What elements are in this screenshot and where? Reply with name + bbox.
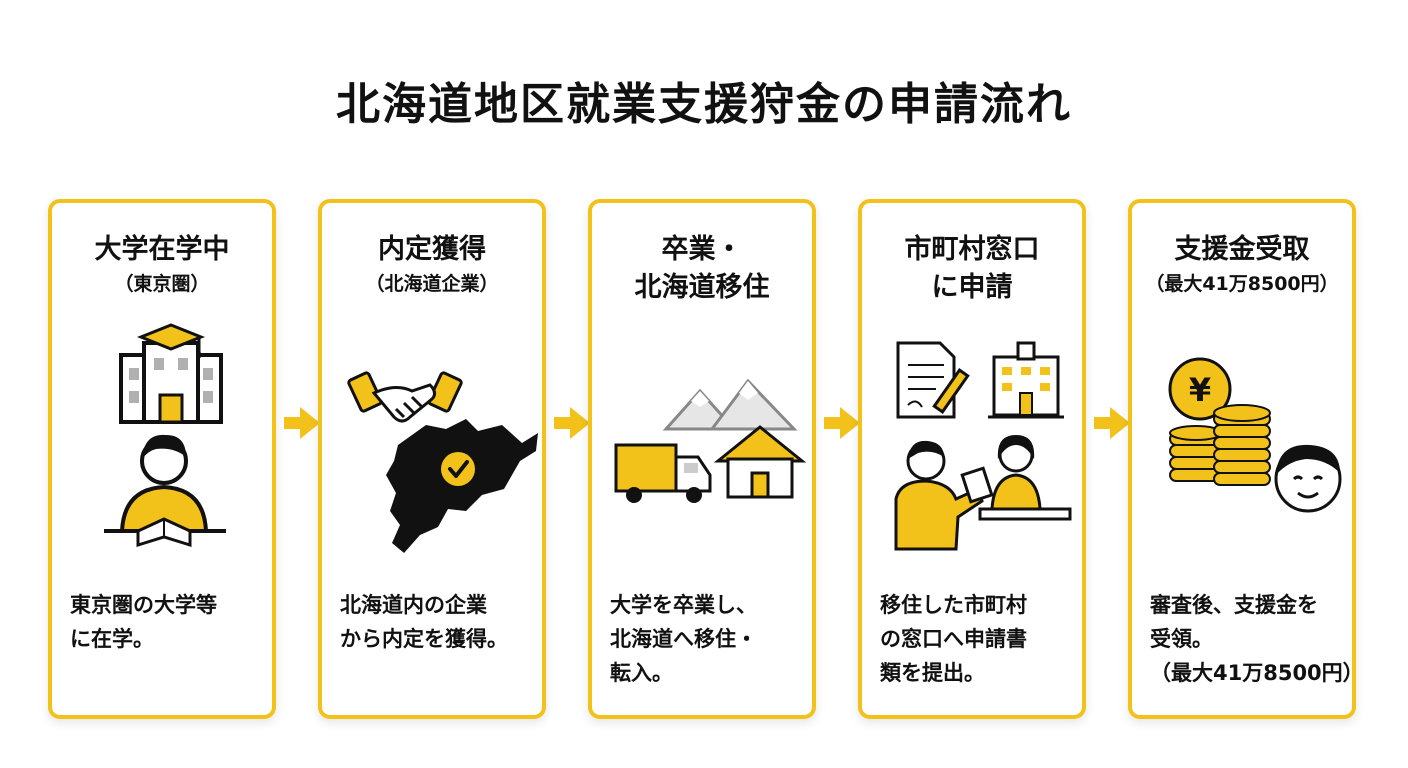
step-subtitle: （北海道企業） [365, 273, 499, 295]
hokkaido-map-icon [386, 419, 538, 553]
step-title-line: 卒業・ [661, 234, 743, 265]
step-title-line: に申請 [931, 272, 1013, 303]
step-description: 審査後、支援金を 受領。 （最大41万8500円） [1150, 588, 1364, 690]
step-description: 北海道内の企業 から内定を獲得。 [340, 588, 535, 656]
step-description-line: 審査後、支援金を [1150, 593, 1318, 617]
step-description: 東京圏の大学等 に在学。 [70, 588, 265, 656]
step-description-line: （最大41万8500円） [1150, 661, 1364, 685]
step-title-line: 北海道移住 [634, 272, 770, 303]
application-counter-illustration [894, 341, 1072, 551]
arrow-right-icon [1094, 407, 1130, 439]
applicant-icon [894, 440, 994, 551]
arrow-right-icon [824, 407, 860, 439]
step-title: 内定獲得 [322, 231, 542, 269]
step-description-line: から内定を獲得。 [340, 627, 508, 651]
student-studying-illustration [104, 323, 226, 548]
page-title: 北海道地区就業支援狩金の申請流れ [336, 79, 1072, 130]
yen-coins-icon: ¥ [1168, 357, 1271, 486]
step-card-4: 市町村窓口 に申請 [858, 199, 1086, 719]
truck-icon [614, 443, 712, 503]
document-pen-icon [896, 341, 970, 419]
step-description-line: 受領。 [1150, 627, 1213, 651]
arrow-right-icon [284, 407, 320, 439]
city-office-building-icon [988, 341, 1064, 419]
step-description-line: 北海道内の企業 [340, 593, 487, 617]
step-description-line: 北海道へ移住・ [610, 627, 757, 651]
smiling-person-icon [1274, 444, 1342, 513]
step-title-line: 支援金受取 [1174, 234, 1310, 265]
step-description: 大学を卒業し、 北海道へ移住・ 転入。 [610, 588, 805, 690]
step-title-line: 大学在学中 [94, 234, 230, 265]
house-icon [713, 425, 807, 499]
step-title-line: 市町村窓口 [904, 234, 1040, 265]
step-description-line: 転入。 [610, 661, 673, 685]
step-title: 大学在学中 [52, 231, 272, 269]
university-building-icon [119, 323, 223, 424]
step-card-1: 大学在学中 （東京圏） 東京圏の大学等 に在学。 [48, 199, 276, 719]
step-title-line: 内定獲得 [378, 234, 486, 265]
step-subtitle: （最大41万8500円） [1145, 273, 1339, 295]
step-title: 市町村窓口 に申請 [862, 231, 1082, 307]
step-description-line: 大学を卒業し、 [610, 593, 757, 617]
step-description-line: 類を提出。 [880, 661, 985, 685]
staff-icon [978, 435, 1072, 521]
coin-stack-right [1213, 404, 1271, 486]
step-description-line: 移住した市町村 [880, 593, 1027, 617]
step-title: 卒業・ 北海道移住 [592, 231, 812, 307]
student-icon [104, 434, 226, 548]
arrow-right-icon [554, 407, 590, 439]
step-title: 支援金受取 [1132, 231, 1352, 269]
step-card-5: 支援金受取 （最大41万8500円） ¥ [1128, 199, 1364, 719]
step-subtitle: （東京圏） [114, 273, 210, 295]
step-description: 移住した市町村 の窓口へ申請書 類を提出。 [880, 588, 1075, 690]
step-card-2: 内定獲得 （北海道企業） 北海道内の企業 から内定を獲得。 [318, 199, 546, 719]
handshake-icon [347, 371, 463, 423]
job-offer-illustration [347, 371, 538, 553]
step-description-line: の窓口へ申請書 [880, 627, 1027, 651]
step-description-line: に在学。 [70, 627, 154, 651]
yen-symbol: ¥ [1189, 371, 1211, 409]
step-description-line: 東京圏の大学等 [70, 593, 217, 617]
receive-money-illustration: ¥ [1168, 357, 1342, 513]
step-card-3: 卒業・ 北海道移住 大学を卒業し、 北海道へ移住・ 転入。 [588, 199, 816, 719]
mountain-icon [662, 378, 798, 431]
moving-illustration [614, 378, 807, 503]
